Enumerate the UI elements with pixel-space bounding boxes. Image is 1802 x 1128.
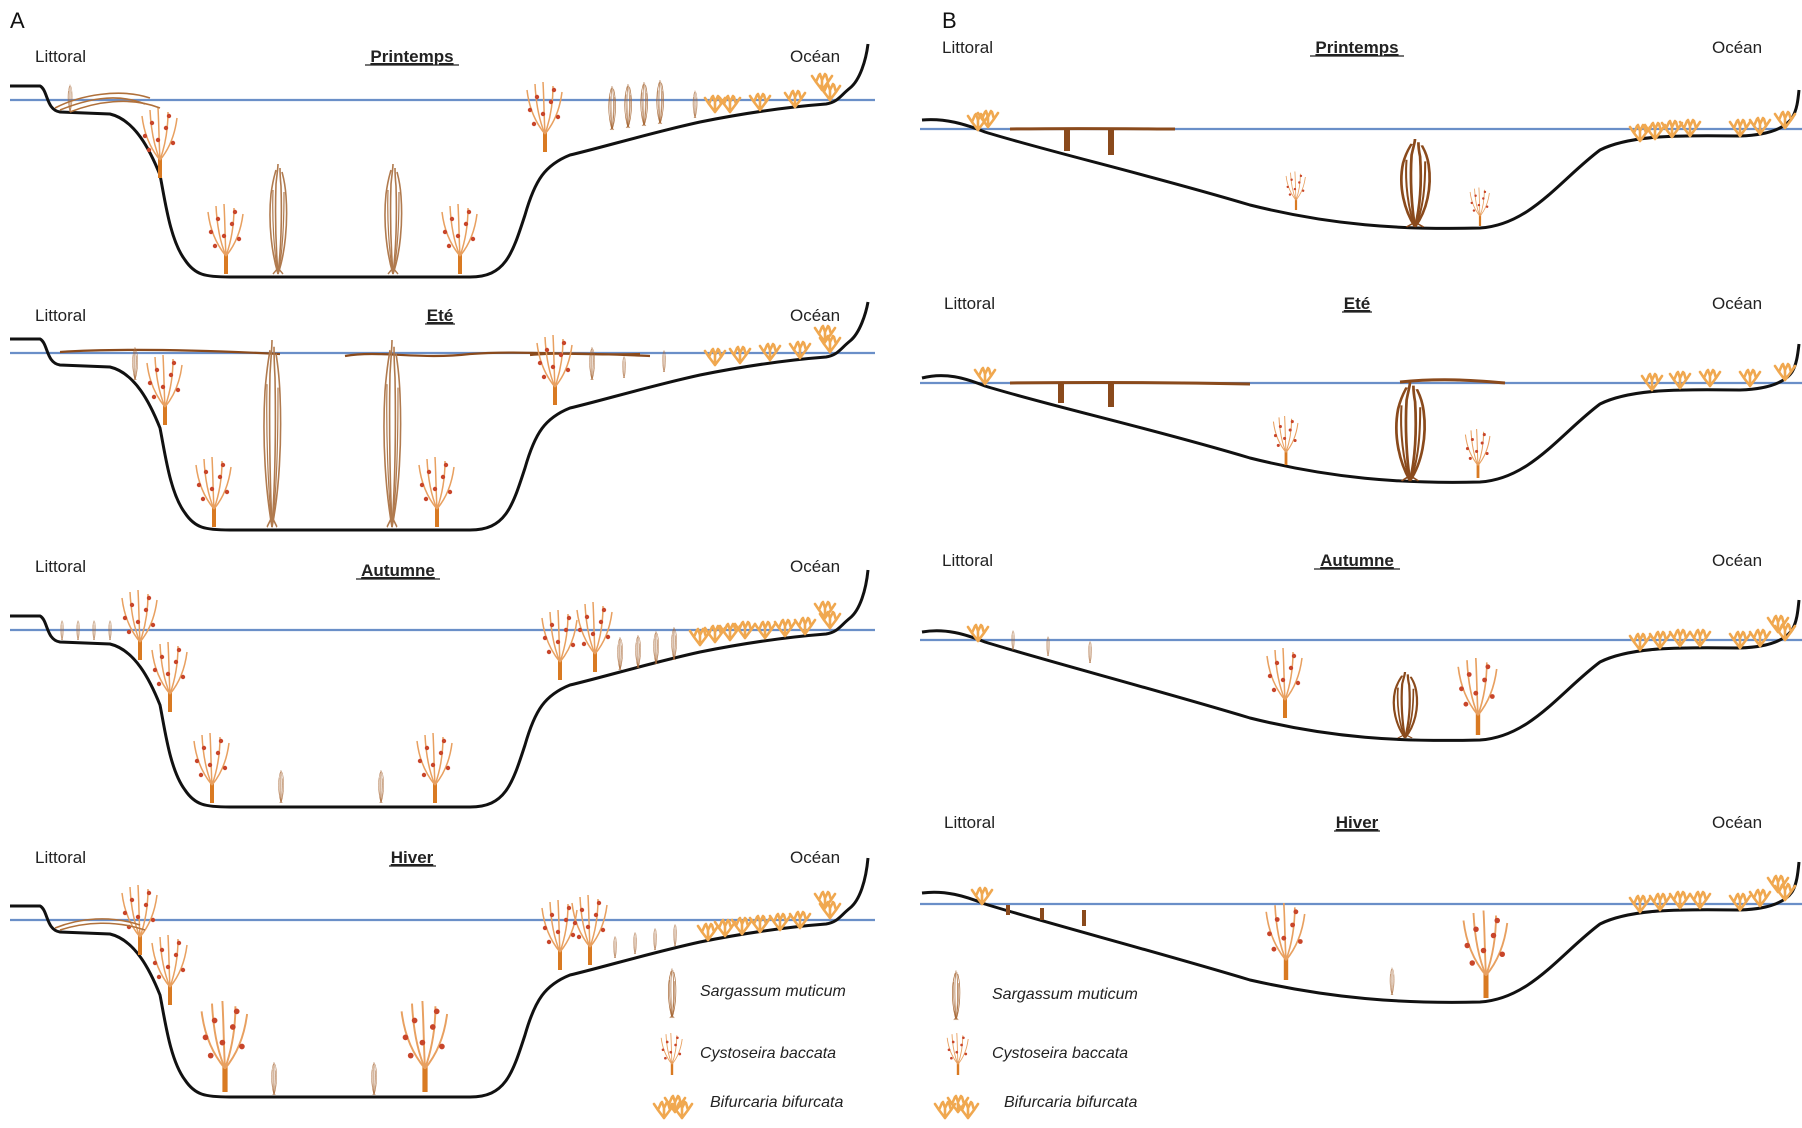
- seabed-profile: [10, 302, 868, 530]
- legend-label-cystoseira: Cystoseira baccata: [992, 1045, 1128, 1062]
- right-label: Océan: [790, 47, 840, 66]
- season-title: Printemps: [1315, 38, 1398, 57]
- legend-b: Sargassum muticum Cystoseira baccata Bif…: [935, 971, 1138, 1119]
- seabed-profile: [10, 44, 868, 277]
- left-label: Littoral: [944, 813, 995, 832]
- left-label: Littoral: [942, 551, 993, 570]
- panel-a: A Littoral Océan Printemps: [10, 8, 875, 1118]
- cystoseira-icon: [661, 1033, 682, 1075]
- panel-letter-b: B: [942, 8, 957, 33]
- right-label: Océan: [1712, 551, 1762, 570]
- legend-label-bifurcaria: Bifurcaria bifurcata: [1004, 1094, 1137, 1111]
- panel-a-summer: Littoral Océan Eté: [10, 302, 875, 530]
- season-title: Printemps: [370, 47, 453, 66]
- legend-label-cystoseira: Cystoseira baccata: [700, 1045, 836, 1062]
- left-label: Littoral: [35, 557, 86, 576]
- season-title: Hiver: [1336, 813, 1379, 832]
- left-label: Littoral: [944, 294, 995, 313]
- legend-label-bifurcaria: Bifurcaria bifurcata: [710, 1094, 843, 1111]
- panel-b-summer: Littoral Océan Eté: [920, 294, 1802, 482]
- bifurcaria-icon: [935, 1096, 978, 1118]
- right-label: Océan: [1712, 294, 1762, 313]
- legend-label-sargassum: Sargassum muticum: [700, 983, 846, 1000]
- right-label: Océan: [1712, 813, 1762, 832]
- season-title: Hiver: [391, 848, 434, 867]
- seabed-profile: [922, 344, 1799, 482]
- seabed-profile: [922, 862, 1799, 1002]
- season-title: Eté: [1344, 294, 1370, 313]
- season-title: Autumne: [1320, 551, 1394, 570]
- panel-letter-a: A: [10, 8, 25, 33]
- panel-a-autumn: Littoral Océan Autumne: [10, 557, 875, 807]
- legend-a: Sargassum muticum Cystoseira baccata Bif…: [654, 969, 846, 1118]
- panel-b-autumn: Littoral Océan Autumne: [920, 551, 1802, 740]
- panel-b-spring: Littoral Océan Printemps: [920, 38, 1802, 228]
- seabed-profile: [922, 90, 1799, 228]
- legend-label-sargassum: Sargassum muticum: [992, 986, 1138, 1003]
- right-label: Océan: [790, 306, 840, 325]
- right-label: Océan: [1712, 38, 1762, 57]
- panel-b-winter: Littoral Océan Hiver: [920, 813, 1802, 1002]
- left-label: Littoral: [35, 47, 86, 66]
- right-label: Océan: [790, 557, 840, 576]
- left-label: Littoral: [35, 848, 86, 867]
- cystoseira-icon: [947, 1033, 968, 1075]
- season-title: Eté: [427, 306, 453, 325]
- sargassum-icon: [952, 971, 959, 1021]
- left-label: Littoral: [35, 306, 86, 325]
- bifurcaria-icon: [654, 1096, 692, 1118]
- right-label: Océan: [790, 848, 840, 867]
- panel-a-spring: Littoral Océan Printemps: [10, 44, 875, 277]
- season-title: Autumne: [361, 561, 435, 580]
- sargassum-icon: [668, 969, 675, 1019]
- panel-b: B Littoral Océan Printemps: [920, 8, 1802, 1118]
- seabed-profile: [922, 600, 1799, 740]
- left-label: Littoral: [942, 38, 993, 57]
